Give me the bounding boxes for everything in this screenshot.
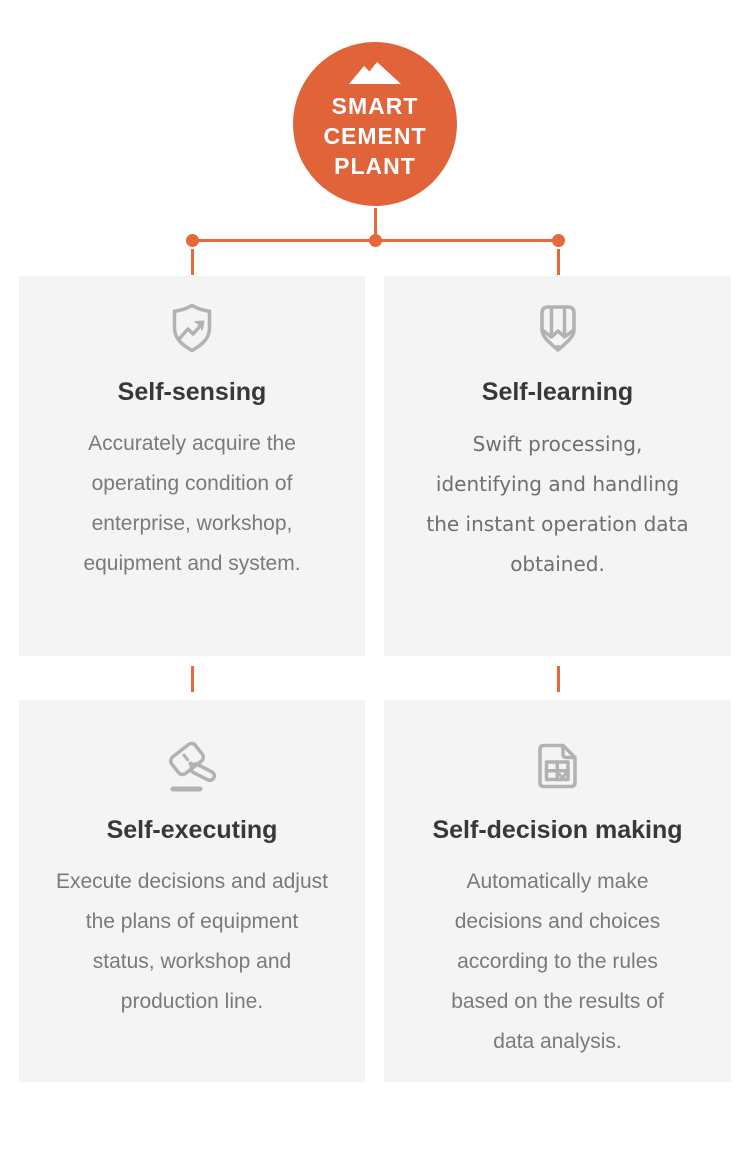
- card-title: Self-sensing: [117, 378, 267, 406]
- mountain-icon: [349, 62, 401, 84]
- shield-trend-icon: [164, 300, 220, 356]
- card-self-learning: Self-learning Swift processing, identify…: [384, 276, 731, 656]
- card-self-decision-making: Self-decision making Automatically make …: [384, 700, 731, 1082]
- pencil-icon: [530, 300, 586, 356]
- card-self-executing: Self-executing Execute decisions and adj…: [19, 700, 365, 1082]
- card-title: Self-executing: [106, 816, 278, 844]
- card-body: Automatically make decisions and choices…: [451, 870, 664, 1053]
- card-body: Swift processing, identifying and handli…: [426, 432, 689, 576]
- connector-stub-top: [373, 208, 377, 236]
- card-body: Accurately acquire the operating conditi…: [83, 432, 301, 575]
- card-body: Execute decisions and adjust the plans o…: [55, 870, 328, 1013]
- connector-dot-right: [551, 234, 565, 247]
- card-title: Self-decision making: [432, 816, 683, 844]
- gavel-icon: [164, 738, 220, 794]
- connector-dot-left: [185, 234, 199, 247]
- connector-stub-mid-left: [190, 666, 194, 692]
- connector-stub-left: [190, 249, 194, 275]
- document-check-icon: [530, 738, 586, 794]
- connector-stub-mid-right: [556, 666, 560, 692]
- hub-title: SMART CEMENT PLANT: [323, 93, 427, 179]
- connector-dot-center: [368, 234, 382, 247]
- connector-stub-right: [556, 249, 560, 275]
- card-self-sensing: Self-sensing Accurately acquire the oper…: [19, 276, 365, 656]
- card-title: Self-learning: [481, 378, 634, 406]
- hub-circle: SMART CEMENT PLANT: [293, 42, 457, 206]
